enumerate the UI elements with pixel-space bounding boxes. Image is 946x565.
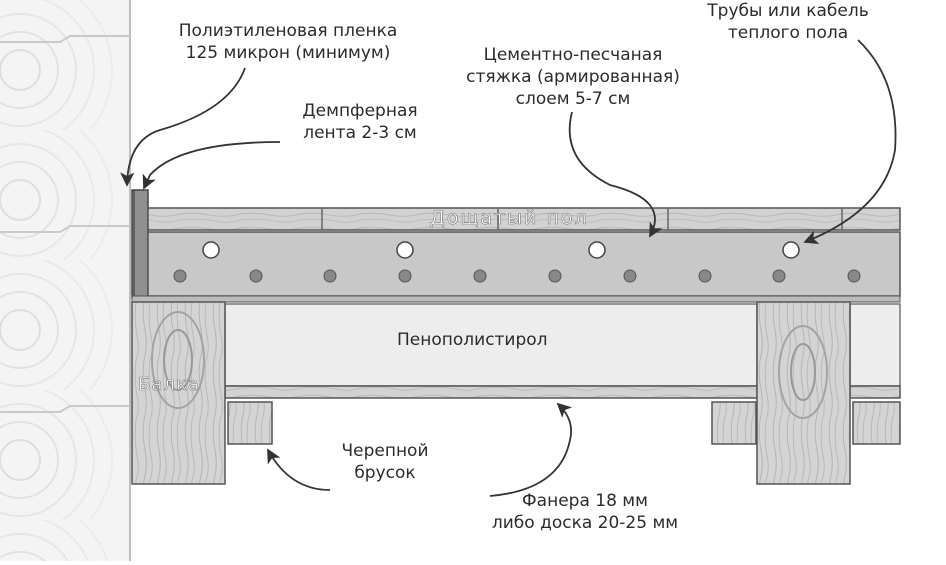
heating-pipe xyxy=(396,241,414,259)
plank-floor-layer xyxy=(147,207,901,231)
plywood-arrow xyxy=(489,402,573,497)
heating-pipe xyxy=(782,241,800,259)
label-line: лента 2-3 см xyxy=(303,123,417,143)
skull-bar-right-b xyxy=(852,401,901,445)
label-line: слоем 5-7 см xyxy=(515,89,631,109)
log-wall xyxy=(0,0,131,561)
heating-pipe xyxy=(588,241,606,259)
beam-right xyxy=(756,301,851,485)
polyethylene-arrow xyxy=(120,67,246,187)
beam-label: Балка xyxy=(138,374,200,396)
foam-insulation-layer-right xyxy=(849,303,901,387)
plywood-label: Фанера 18 мм либо доска 20-25 мм xyxy=(455,490,715,534)
skull-bar-left xyxy=(227,401,273,445)
plywood-layer xyxy=(224,385,758,399)
skull-bar-arrow xyxy=(267,448,331,491)
reinforcement-mesh xyxy=(173,269,861,283)
pipes-label: Трубы или кабель теплого пола xyxy=(688,0,888,44)
label-line: либо доска 20-25 мм xyxy=(491,513,679,533)
label-line: брусок xyxy=(354,463,416,483)
label-line: теплого пола xyxy=(727,23,849,43)
heating-pipes xyxy=(202,241,800,259)
skull-bar-label: Черепной брусок xyxy=(320,440,450,484)
label-line: 125 микрон (минимум) xyxy=(185,43,391,63)
damper-label: Демпферная лента 2-3 см xyxy=(270,100,450,144)
plywood-layer-right xyxy=(849,385,901,399)
label-line: Черепной xyxy=(341,441,429,461)
label-line: Фанера 18 мм xyxy=(522,491,648,511)
label-line: Демпферная xyxy=(302,101,418,121)
plank-floor-label: Дощатый пол xyxy=(430,207,589,230)
polyethylene-label: Полиэтиленовая пленка 125 микрон (миниму… xyxy=(148,20,428,64)
label-line: Полиэтиленовая пленка xyxy=(178,21,398,41)
foam-label: Пенополистирол xyxy=(397,330,548,350)
label-line: Цементно-песчаная xyxy=(483,45,663,65)
subfloor-board xyxy=(131,295,901,303)
screed-label: Цементно-песчаная стяжка (армированная) … xyxy=(448,44,698,110)
damper-arrow xyxy=(142,141,281,190)
screed-layer xyxy=(147,231,901,297)
heating-pipe xyxy=(202,241,220,259)
skull-bar-right-a xyxy=(711,401,757,445)
beam-left xyxy=(131,301,226,485)
screed-arrow xyxy=(568,111,663,238)
label-line: Трубы или кабель xyxy=(707,1,869,21)
label-line: стяжка (армированная) xyxy=(466,67,680,87)
pipes-arrow xyxy=(803,39,897,245)
